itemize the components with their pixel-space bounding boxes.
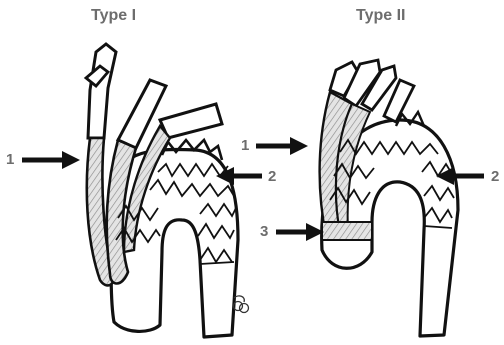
- type-2-arrow-1: [256, 137, 308, 155]
- type-2-label-3: 3: [260, 223, 268, 240]
- type-1-title: Type I: [91, 7, 136, 25]
- type-2-illustration: [320, 60, 458, 336]
- type-2-band: [322, 222, 372, 240]
- type-2-label-2: 2: [491, 168, 499, 185]
- type-1-illustration: [86, 44, 238, 337]
- type-2-label-1: 1: [241, 137, 249, 154]
- type-1-vessel-3: [160, 104, 222, 138]
- type-1-label-2: 2: [268, 168, 276, 185]
- type-1-arrow-1: [22, 151, 80, 169]
- type-1-label-1: 1: [6, 151, 14, 168]
- type-2-title: Type II: [356, 7, 406, 25]
- type-2-arrow-3: [276, 223, 324, 241]
- type-1-vessel-1: [88, 44, 116, 138]
